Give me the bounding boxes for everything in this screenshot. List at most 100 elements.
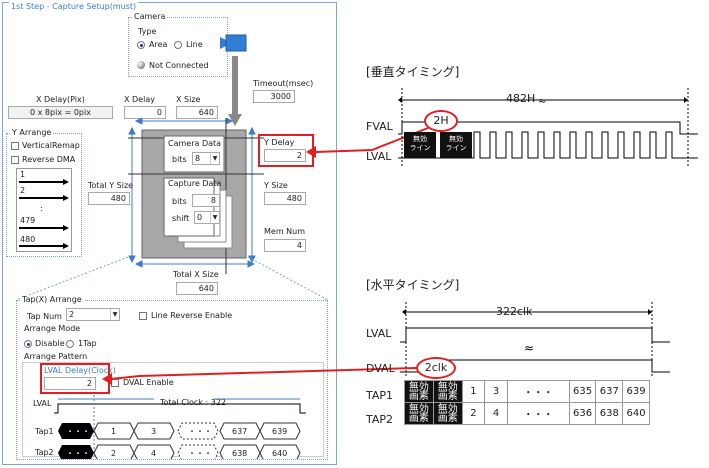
tap-num-select[interactable]: 2▼ bbox=[66, 308, 120, 321]
table-cell: 640 bbox=[622, 402, 650, 425]
tap-dots: ・・・ bbox=[66, 427, 90, 436]
table-cell: 639 bbox=[622, 380, 650, 403]
tap2-cell: 2 bbox=[111, 449, 117, 458]
line-item: 1 bbox=[20, 170, 26, 179]
tap1-cell: ・・・ bbox=[188, 427, 212, 436]
invalid-pixel-cell: 無効画素 bbox=[432, 380, 463, 403]
xdelay-input[interactable]: 0 bbox=[124, 106, 166, 119]
table-cell: ・・・ bbox=[506, 402, 570, 425]
tap1-cell: 3 bbox=[151, 427, 157, 436]
line-item: 2 bbox=[20, 186, 26, 195]
type-line-label: Line bbox=[186, 40, 203, 49]
tap-timing-diagram bbox=[54, 395, 306, 459]
lval-delay-label: LVAL Delay(Clock) bbox=[44, 366, 116, 375]
arrow-right-icon bbox=[19, 179, 69, 185]
status-led-icon bbox=[137, 61, 145, 69]
ysize-input[interactable]: 480 bbox=[264, 192, 306, 205]
tap-num-label: Tap Num bbox=[27, 312, 62, 321]
xdelay-pix-label: X Delay(Pix) bbox=[36, 95, 85, 104]
chevron-down-icon: ▼ bbox=[210, 212, 219, 223]
expand-lines bbox=[15, 256, 329, 301]
tap2-cell: 640 bbox=[272, 449, 288, 458]
tap2-label: Tap2 bbox=[35, 448, 54, 457]
arrow-right-icon bbox=[19, 225, 69, 231]
camera-bits-label: bits bbox=[172, 155, 187, 164]
svg-text:≈: ≈ bbox=[538, 96, 546, 107]
chevron-down-icon: ▼ bbox=[110, 309, 119, 320]
vertical-timing-diagram: ≈ bbox=[398, 88, 698, 166]
tap-dots: ・・・ bbox=[66, 449, 90, 458]
line-reverse-checkbox[interactable] bbox=[139, 312, 147, 320]
tap2-cell: ・・・ bbox=[188, 449, 212, 458]
tap-pixel-table: 無効画素 無効画素 1 3 ・・・ 635 637 639 無効画素 無効画素 … bbox=[404, 380, 650, 425]
htap2-label: TAP2 bbox=[366, 413, 394, 426]
mode-1tap-radio[interactable] bbox=[66, 340, 74, 348]
total-xsize-input[interactable]: 640 bbox=[176, 282, 218, 295]
arrange-mode-label: Arrange Mode bbox=[24, 324, 81, 333]
dval-label: DVAL bbox=[366, 362, 395, 375]
arrow-right-icon bbox=[19, 243, 69, 249]
vertical-lval-label: LVAL bbox=[366, 150, 392, 163]
tap-lval-label: LVAL bbox=[33, 399, 52, 408]
horizontal-lval-label: LVAL bbox=[366, 327, 392, 340]
line-item-ellipsis: : bbox=[40, 204, 43, 213]
arrange-pattern-label: Arrange Pattern bbox=[24, 352, 88, 361]
vertical-delay-oval: 2H bbox=[424, 110, 458, 132]
ydelay-label: Y Delay bbox=[264, 138, 295, 147]
flow-arrow-icon bbox=[228, 56, 242, 126]
total-ysize-label: Total Y Size bbox=[88, 181, 134, 190]
capture-bits-display: 8 bbox=[192, 194, 220, 207]
mode-disable-radio[interactable] bbox=[24, 340, 32, 348]
invalid-pixel-cell: 無効画素 bbox=[432, 402, 463, 425]
vertical-remap-checkbox[interactable] bbox=[11, 142, 19, 150]
invalid-pixel-cell: 無効画素 bbox=[404, 380, 434, 403]
tap1-cell: 1 bbox=[111, 427, 117, 436]
vertical-timing-title: [垂直タイミング] bbox=[366, 65, 460, 79]
camera-type-label: Type bbox=[138, 27, 157, 36]
panel-title: 1st Step - Capture Setup(must) bbox=[9, 2, 139, 11]
xsize-input[interactable]: 640 bbox=[176, 106, 218, 119]
tap1-label: Tap1 bbox=[35, 427, 54, 436]
horizontal-delay-oval: 2clk bbox=[416, 357, 456, 379]
tap1-cell: 637 bbox=[232, 427, 248, 436]
table-row: 無効画素 無効画素 2 4 ・・・ 636 638 640 bbox=[404, 402, 650, 425]
type-area-label: Area bbox=[149, 40, 168, 49]
svg-text:≈: ≈ bbox=[524, 341, 534, 355]
capture-shift-label: shift bbox=[172, 214, 190, 223]
arrow-right-icon bbox=[19, 195, 69, 201]
total-xsize-label: Total X Size bbox=[173, 270, 219, 279]
memnum-input[interactable]: 4 bbox=[264, 239, 306, 252]
tap-arrange-title: Tap(X) Arrange bbox=[20, 295, 84, 304]
tap2-cell: 638 bbox=[232, 449, 248, 458]
arrange-pattern-box bbox=[22, 362, 324, 457]
camera-group-title: Camera bbox=[132, 12, 168, 21]
table-cell: 3 bbox=[484, 380, 508, 403]
type-line-radio[interactable] bbox=[174, 41, 182, 49]
table-cell: 637 bbox=[595, 380, 624, 403]
type-area-radio[interactable] bbox=[137, 41, 145, 49]
camera-icon bbox=[220, 34, 247, 52]
table-row: 無効画素 無効画素 1 3 ・・・ 635 637 639 bbox=[404, 380, 650, 403]
ysize-label: Y Size bbox=[264, 181, 288, 190]
htap1-label: TAP1 bbox=[366, 389, 394, 402]
line-reverse-label: Line Reverse Enable bbox=[151, 311, 233, 320]
table-cell: 2 bbox=[461, 402, 486, 425]
total-clock-label: Total Clock : 322 bbox=[160, 398, 227, 407]
mode-disable-label: Disable bbox=[35, 339, 65, 348]
reverse-dma-checkbox[interactable] bbox=[11, 156, 19, 164]
capture-shift-select[interactable]: 0▼ bbox=[194, 211, 220, 224]
tap1-cell: 639 bbox=[272, 427, 288, 436]
table-cell: 636 bbox=[568, 402, 597, 425]
table-cell: ・・・ bbox=[506, 380, 570, 403]
timeout-input[interactable]: 3000 bbox=[253, 90, 295, 103]
table-cell: 635 bbox=[568, 380, 597, 403]
y-arrange-title: Y Arrange bbox=[10, 128, 54, 137]
timeout-label: Timeout(msec) bbox=[253, 79, 314, 88]
ydelay-input[interactable]: 2 bbox=[264, 149, 306, 162]
camera-status: Not Connected bbox=[149, 61, 209, 70]
lval-delay-input[interactable]: 2 bbox=[44, 377, 96, 390]
camera-bits-select[interactable]: 8▼ bbox=[192, 152, 220, 165]
fval-label: FVAL bbox=[366, 120, 393, 133]
horizontal-timing-title: [水平タイミング] bbox=[366, 278, 460, 292]
total-ysize-input[interactable]: 480 bbox=[88, 192, 130, 205]
